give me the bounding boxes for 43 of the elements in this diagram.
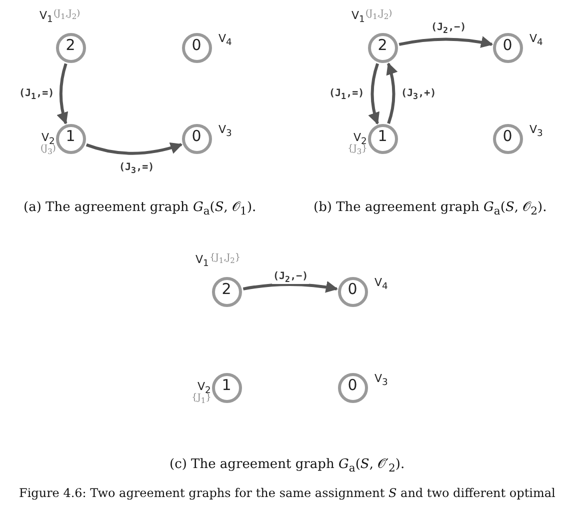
vertex-name: V$_{4}$ — [218, 32, 232, 48]
edge-label: (J$_{3}$,=) — [118, 162, 156, 175]
vertex-name: V$_{3}$ — [218, 122, 232, 139]
edge-label: (J$_{2}$,−) — [272, 271, 310, 284]
arrow — [242, 281, 338, 293]
subfigure-caption: (b) The agreement graph G$_{a}$(S, 𝒪$_{2}$). — [314, 200, 547, 218]
node-value: 2 — [64, 36, 76, 54]
vertex-name: V$_{4}$ — [530, 32, 543, 48]
node-value: 0 — [502, 36, 514, 54]
node-value: 0 — [190, 126, 202, 144]
node-value: 1 — [64, 126, 76, 144]
vertex-name: V$_{1}$ — [196, 252, 209, 269]
job-set-label: (J$_{1}$,J$_{2}$) — [366, 8, 392, 20]
node-value: 1 — [220, 376, 232, 394]
arrow — [86, 142, 183, 155]
node-value: 2 — [220, 280, 232, 298]
node-value: 0 — [190, 36, 202, 54]
vertex-name: V$_{4}$ — [374, 276, 388, 292]
arrow — [56, 63, 68, 124]
node-value: 2 — [376, 36, 388, 54]
arrow — [398, 36, 494, 48]
arrow — [368, 63, 380, 125]
vertex-name: V$_{3}$ — [530, 122, 543, 139]
node-value: 1 — [376, 126, 388, 144]
edge-label: (J$_{1}$,=) — [328, 88, 366, 101]
edge-label: (J$_{1}$,=) — [18, 88, 56, 101]
edge-label: (J$_{2}$,−) — [430, 22, 468, 35]
vertex-name: V$_{3}$ — [374, 372, 388, 388]
edge-label: (J$_{3}$,+) — [400, 88, 438, 101]
job-set-label: {J$_{1}$,J$_{2}$} — [210, 252, 241, 264]
node-value: 0 — [346, 376, 358, 394]
job-set-label: (J$_{3}$) — [40, 144, 56, 156]
subfigure-caption: (c) The agreement graph G$_{a}$(S, 𝒪′$_{2}$). — [170, 457, 405, 475]
vertex-name: V$_{1}$ — [352, 8, 365, 25]
node-value: 0 — [502, 126, 514, 144]
job-set-label: {J$_{3}$} — [348, 144, 368, 156]
figure-caption: Figure 4.6: Two agreement graphs for the same assignment S and two different optimal — [19, 486, 556, 500]
vertex-name: V$_{1}$ — [40, 8, 53, 25]
job-set-label: {J$_{1}$} — [192, 392, 212, 404]
arrow — [386, 62, 398, 124]
node-value: 0 — [346, 280, 358, 298]
subfigure-caption: (a) The agreement graph G$_{a}$(S, 𝒪$_{1}$). — [24, 200, 256, 218]
job-set-label: (J$_{1}$,J$_{2}$) — [54, 8, 80, 20]
